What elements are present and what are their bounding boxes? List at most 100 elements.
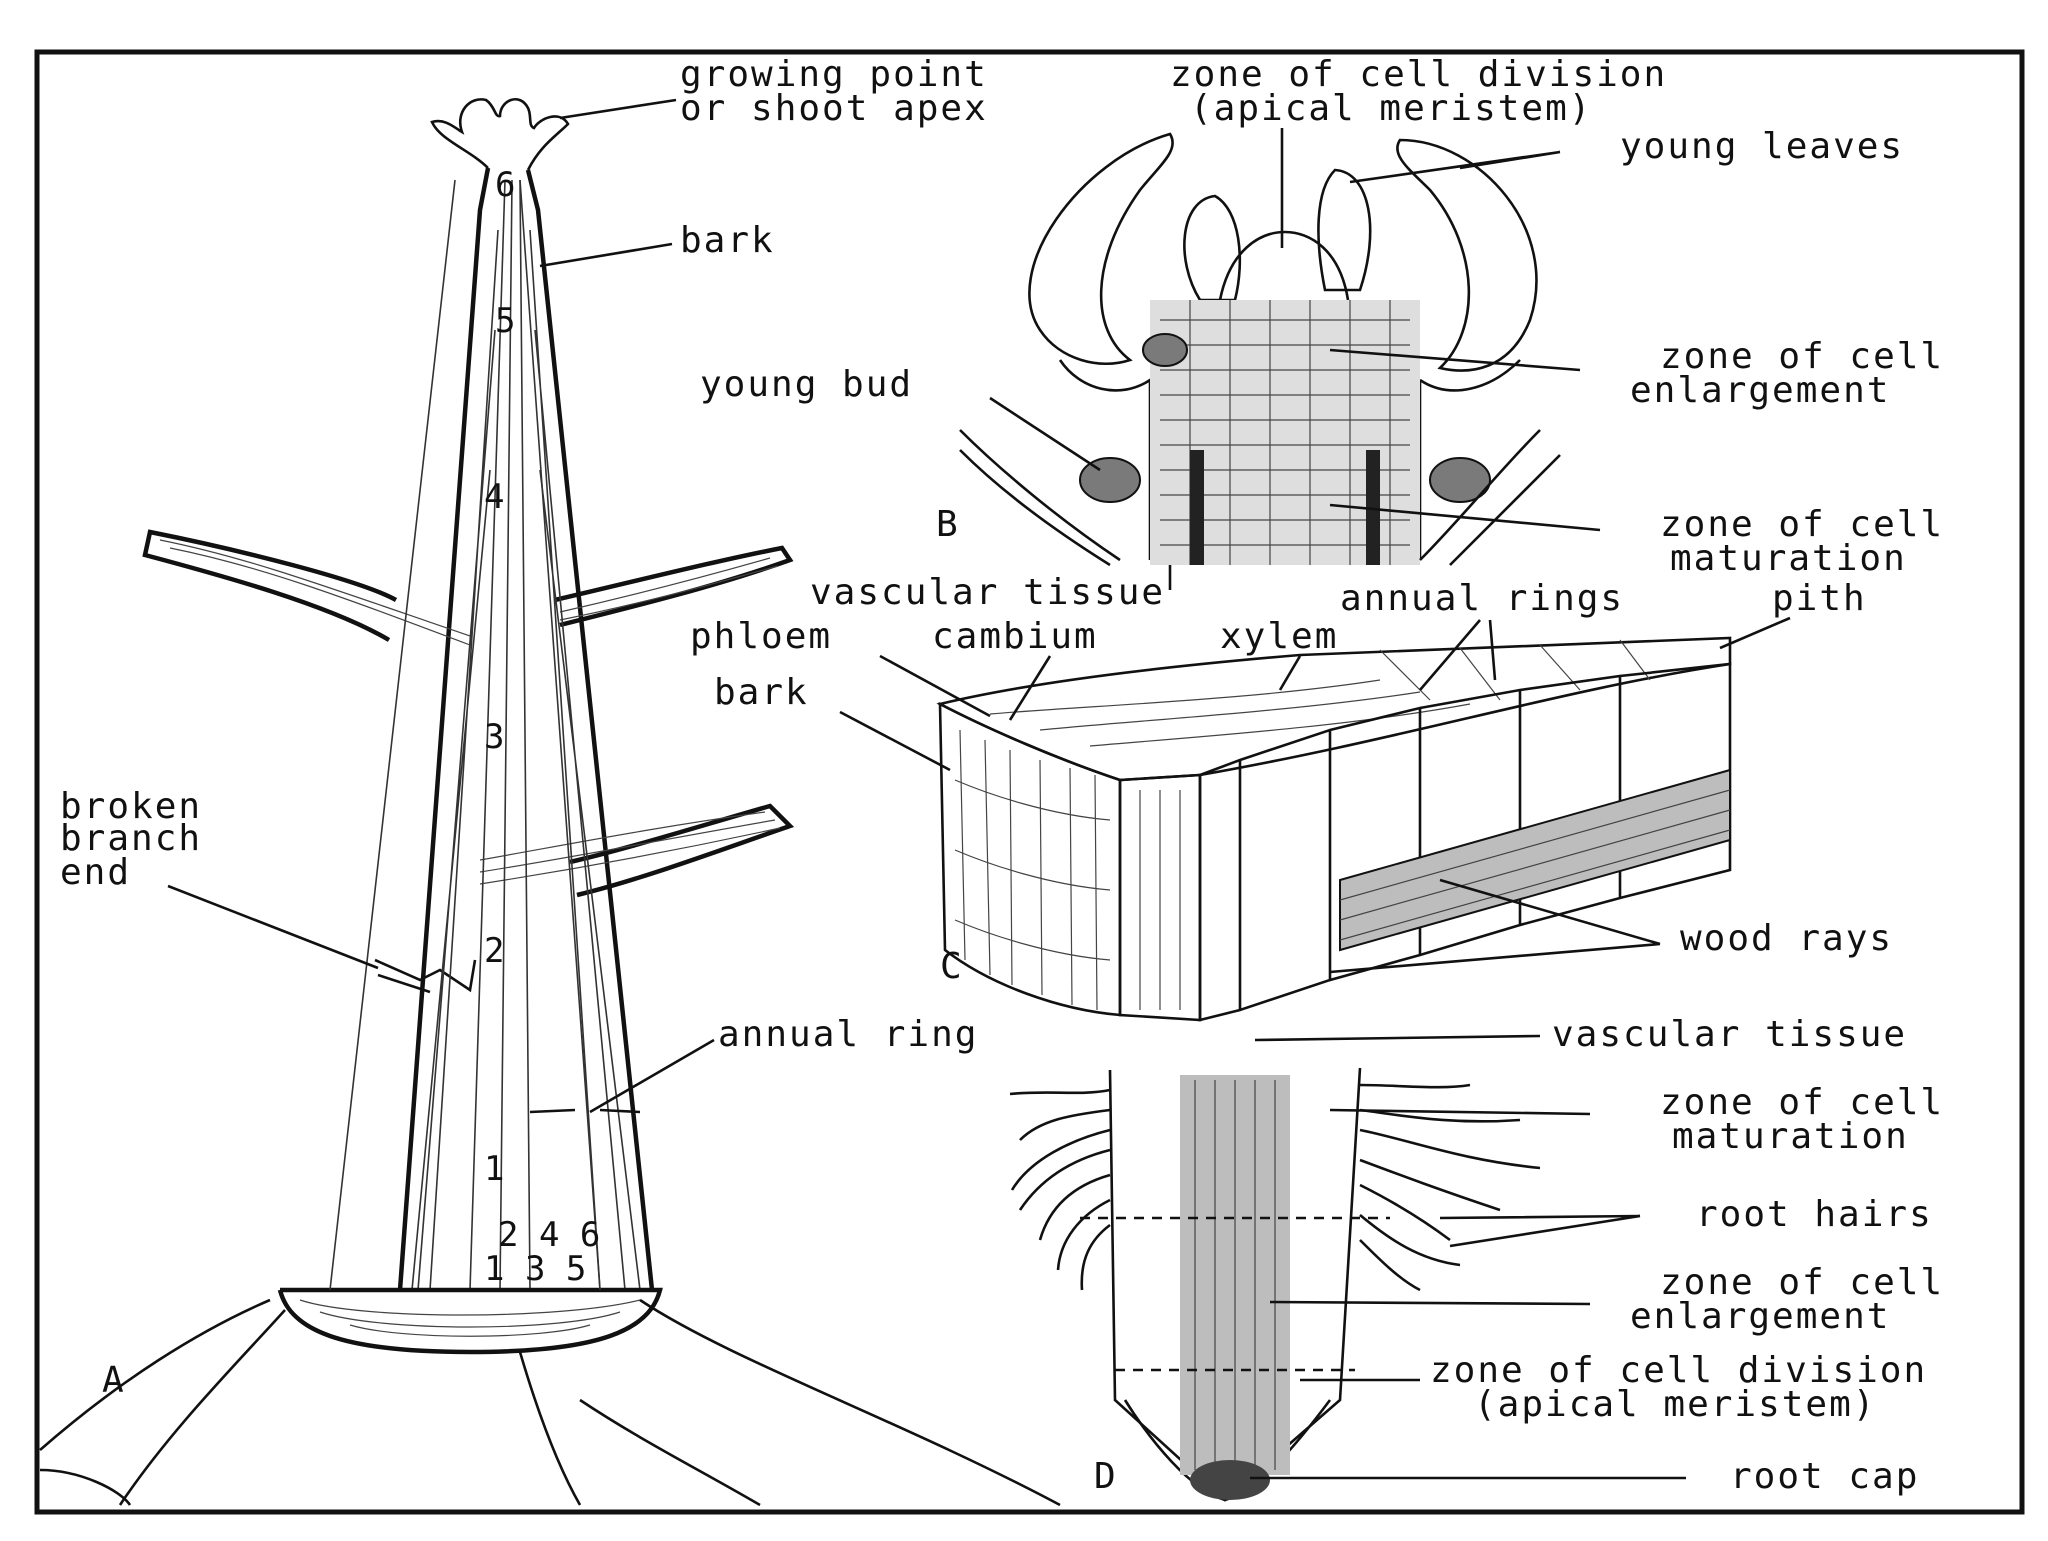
label-growing-point-line1: growing point xyxy=(680,54,988,95)
leader-bark-a xyxy=(539,242,673,268)
root-core-texture xyxy=(1194,1080,1276,1470)
leader-wood-rays xyxy=(1329,878,1661,974)
vascular-strand-left xyxy=(1190,450,1204,565)
trunk-number-3: 3 xyxy=(484,717,504,757)
leader-b-maturation xyxy=(1329,503,1601,532)
label-bark-c: bark xyxy=(714,672,809,713)
lower-left-bud xyxy=(1079,457,1141,503)
label-broken-line3: end xyxy=(60,852,131,893)
label-cambium: cambium xyxy=(932,616,1098,657)
label-d-enlargement-line1: zone of cell xyxy=(1660,1262,1944,1303)
annual-ring-arrows xyxy=(529,1108,641,1114)
right-inner-leaf xyxy=(1317,168,1372,292)
trunk-numbers-top-row: 2 4 6 xyxy=(498,1215,600,1255)
panel-label-c: C xyxy=(940,946,962,987)
leader-broken-branch xyxy=(167,884,379,970)
leader-d-vascular xyxy=(1254,1034,1541,1042)
label-b-enlargement-line1: zone of cell xyxy=(1660,336,1944,377)
label-b-maturation-line2: maturation xyxy=(1670,538,1907,579)
roots xyxy=(39,1298,1061,1507)
label-phloem: phloem xyxy=(690,616,832,657)
panel-c-wood-block: vascular tissue annual rings pith phloem… xyxy=(690,565,1893,1022)
apical-dome xyxy=(1218,230,1350,301)
label-d-division-line2: (apical meristem) xyxy=(1474,1384,1876,1425)
label-annual-rings: annual rings xyxy=(1340,578,1624,619)
label-pith: pith xyxy=(1772,578,1867,619)
top-face-annual-rings xyxy=(989,639,1651,747)
panel-a-tree-trunk: 6 5 4 3 2 1 2 4 6 1 3 5 growing point or… xyxy=(39,54,1061,1507)
leader-young-bud xyxy=(989,396,1101,472)
trunk-number-5: 5 xyxy=(495,301,515,341)
label-d-division-line1: zone of cell division xyxy=(1430,1350,1927,1391)
wood-ray-texture xyxy=(1339,789,1731,941)
left-outer-leaf xyxy=(1028,132,1174,366)
leader-young-leaves xyxy=(1349,150,1561,184)
bark-texture xyxy=(954,729,1111,1011)
label-xylem: xylem xyxy=(1220,616,1338,657)
label-annual-ring: annual ring xyxy=(718,1014,978,1055)
trunk-outline xyxy=(397,167,655,1291)
cross-section-rings xyxy=(299,1299,641,1337)
leader-d-maturation xyxy=(1329,1108,1591,1116)
trunk-grain-lines xyxy=(411,179,641,1291)
leader-annual-ring xyxy=(589,1038,715,1114)
panel-b-shoot-tip: zone of cell division (apical meristem) … xyxy=(700,54,1944,579)
broken-branch-end xyxy=(374,958,477,994)
shoot-apex-drawing xyxy=(430,97,570,171)
lower-left-leaf xyxy=(959,429,1121,567)
label-broken-line2: branch xyxy=(60,818,202,859)
root-hairs-left xyxy=(1009,1088,1111,1291)
leader-d-enlargement xyxy=(1269,1300,1591,1306)
vascular-strand-right xyxy=(1366,450,1380,565)
lower-right-leaf xyxy=(1419,429,1561,566)
trunk-numbers-bottom-row: 1 3 5 xyxy=(484,1249,586,1289)
left-inner-leaf xyxy=(1183,194,1242,302)
upper-left-bud xyxy=(1142,333,1188,367)
leader-pith xyxy=(1719,616,1791,650)
lower-branch-grain xyxy=(479,811,781,885)
leader-bark-c xyxy=(839,710,951,772)
stem-cell-grid xyxy=(1160,300,1410,565)
label-d-maturation-line2: maturation xyxy=(1672,1116,1909,1157)
leader-root-hairs xyxy=(1439,1214,1641,1248)
trunk-number-2: 2 xyxy=(484,931,504,971)
label-d-maturation-line1: zone of cell xyxy=(1660,1082,1944,1123)
trunk-cross-section xyxy=(277,1287,663,1355)
leader-growing-point xyxy=(559,98,677,120)
label-root-hairs: root hairs xyxy=(1696,1194,1933,1235)
right-outer-leaf xyxy=(1396,138,1538,372)
label-b-enlargement-line2: enlargement xyxy=(1630,370,1890,411)
leader-cambium xyxy=(1008,655,1052,721)
leader-annual-rings xyxy=(1419,619,1497,691)
wood-ray-band xyxy=(1339,768,1731,952)
label-bark-a: bark xyxy=(680,220,775,261)
root-hairs-right xyxy=(1359,1083,1541,1292)
panel-label-b: B xyxy=(936,504,958,545)
label-d-vascular-tissue: vascular tissue xyxy=(1552,1014,1907,1055)
label-b-division-line1: zone of cell division xyxy=(1170,54,1667,95)
root-cap-tissue xyxy=(1190,1460,1270,1500)
label-c-vascular-tissue: vascular tissue xyxy=(810,572,1165,613)
leader-phloem xyxy=(879,654,991,718)
trunk-number-1: 1 xyxy=(484,1149,504,1189)
label-growing-point-line2: or shoot apex xyxy=(680,88,988,129)
diagram-frame xyxy=(34,49,2025,1515)
label-root-cap: root cap xyxy=(1730,1456,1919,1497)
wood-block-right-face xyxy=(1198,662,1732,1022)
leader-b-enlargement xyxy=(1329,348,1581,372)
label-b-maturation-line1: zone of cell xyxy=(1660,504,1944,545)
panel-d-root-tip: vascular tissue zone of cell maturation … xyxy=(1009,1014,1944,1502)
wood-block-bark-face xyxy=(938,701,1122,1017)
label-wood-rays: wood rays xyxy=(1680,918,1893,959)
label-d-enlargement-line2: enlargement xyxy=(1630,1296,1890,1337)
trunk-number-6: 6 xyxy=(495,165,515,205)
lower-right-bud xyxy=(1429,457,1491,503)
label-young-bud: young bud xyxy=(700,364,913,405)
label-young-leaves: young leaves xyxy=(1620,126,1904,167)
front-face-grain xyxy=(1139,790,1181,1010)
trunk-bark-lines xyxy=(329,179,601,1291)
upper-branch-grain xyxy=(159,539,779,646)
label-b-division-line2: (apical meristem) xyxy=(1190,88,1592,129)
